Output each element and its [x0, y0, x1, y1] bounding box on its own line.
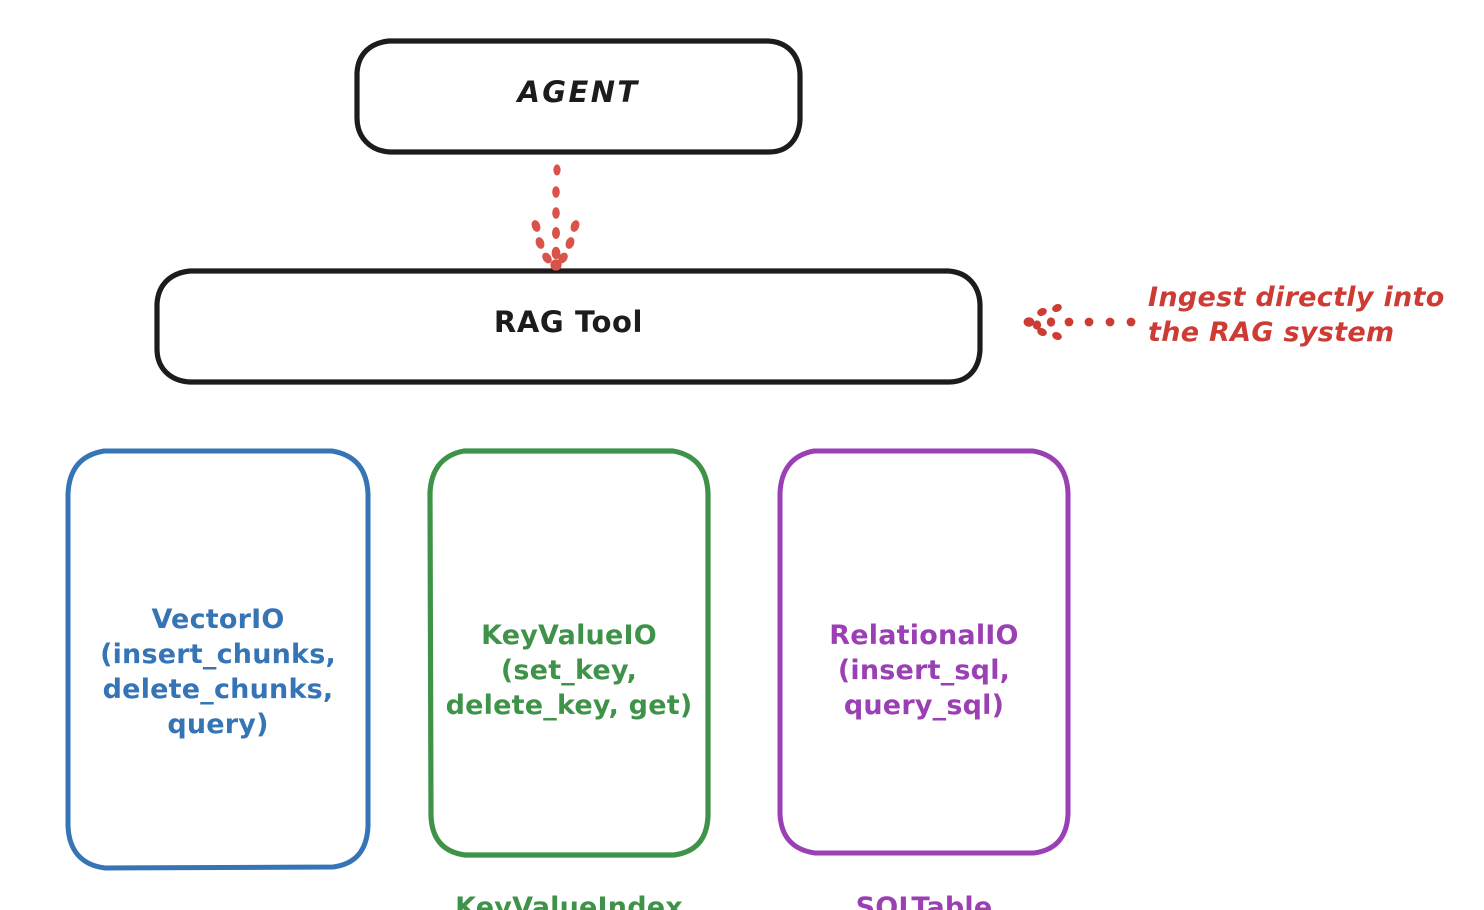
sql-table-label: SQLTable	[855, 891, 993, 910]
key-value-io-label-group: KeyValueIO (set_key, delete_key, get) Ke…	[404, 548, 734, 910]
key-value-io-spacer	[404, 794, 734, 820]
agent-box[interactable]	[354, 38, 803, 155]
vector-io-spacer	[38, 813, 398, 839]
key-value-io-methods-label: KeyValueIO (set_key, delete_key, get)	[445, 620, 693, 722]
vector-io-label-group: VectorIO (insert_chunks, delete_chunks, …	[38, 532, 398, 910]
relational-io-label-group: RelationalIO (insert_sql, query_sql) SQL…	[760, 548, 1088, 910]
ingest-to-rag-connector	[1023, 304, 1136, 340]
agent-label: AGENT	[517, 75, 640, 109]
rag-tool-label: RAG Tool	[493, 305, 644, 339]
key-value-index-label: KeyValueIndex	[455, 891, 683, 910]
rag-tool-box[interactable]	[154, 268, 983, 385]
agent-to-rag-connector	[531, 164, 580, 271]
vector-io-box[interactable]	[65, 448, 371, 871]
relational-io-box[interactable]	[777, 448, 1071, 856]
relational-io-spacer	[760, 794, 1088, 820]
relational-io-methods-label: RelationalIO (insert_sql, query_sql)	[829, 620, 1019, 722]
vector-io-methods-label: VectorIO (insert_chunks, delete_chunks, …	[100, 604, 336, 741]
key-value-io-box[interactable]	[427, 448, 711, 858]
ingest-annotation-label: Ingest directly into the RAG system	[1148, 282, 1445, 348]
